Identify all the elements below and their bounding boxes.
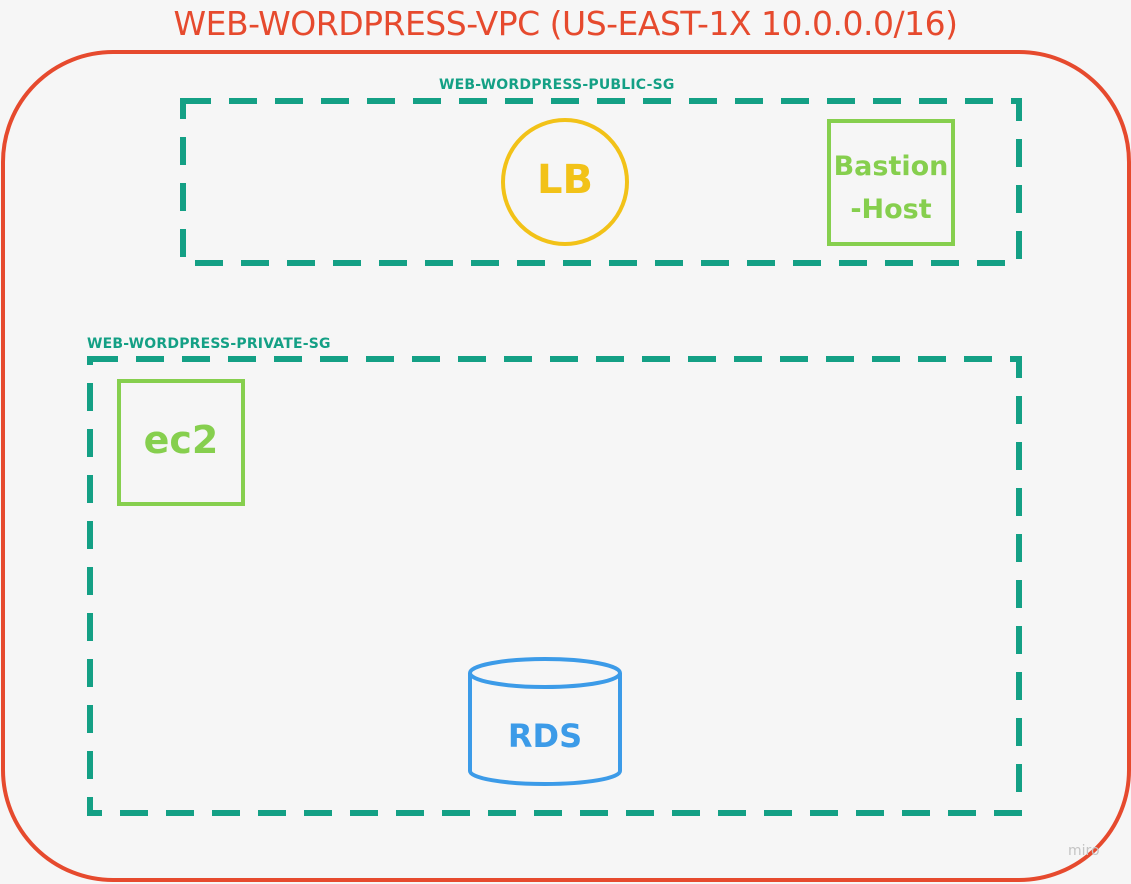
public-sg-label: WEB-WORDPRESS-PUBLIC-SG [439,77,675,93]
rds-label: RDS [507,717,583,755]
bastion-host-label-line1: Bastion [833,151,949,182]
private-sg-label: WEB-WORDPRESS-PRIVATE-SG [87,336,331,352]
ec2-node[interactable] [117,379,245,506]
bastion-host-label-line2: -Host [850,194,932,225]
rds-node[interactable] [468,657,622,786]
rds-cylinder-body [468,673,622,786]
bastion-host-label: Bastion -Host [829,145,953,231]
lb-label: LB [537,157,593,203]
bastion-host-node[interactable] [827,119,955,246]
private-sg-boundary [87,356,1022,816]
lb-node[interactable] [501,118,629,246]
public-sg-boundary [180,98,1022,266]
ec2-label: ec2 [143,418,219,462]
rds-cylinder-top [468,657,622,689]
vpc-boundary [1,50,1131,882]
miro-watermark: miro [1068,843,1100,859]
vpc-title: WEB-WORDPRESS-VPC (US-EAST-1X 10.0.0.0/1… [173,4,958,43]
